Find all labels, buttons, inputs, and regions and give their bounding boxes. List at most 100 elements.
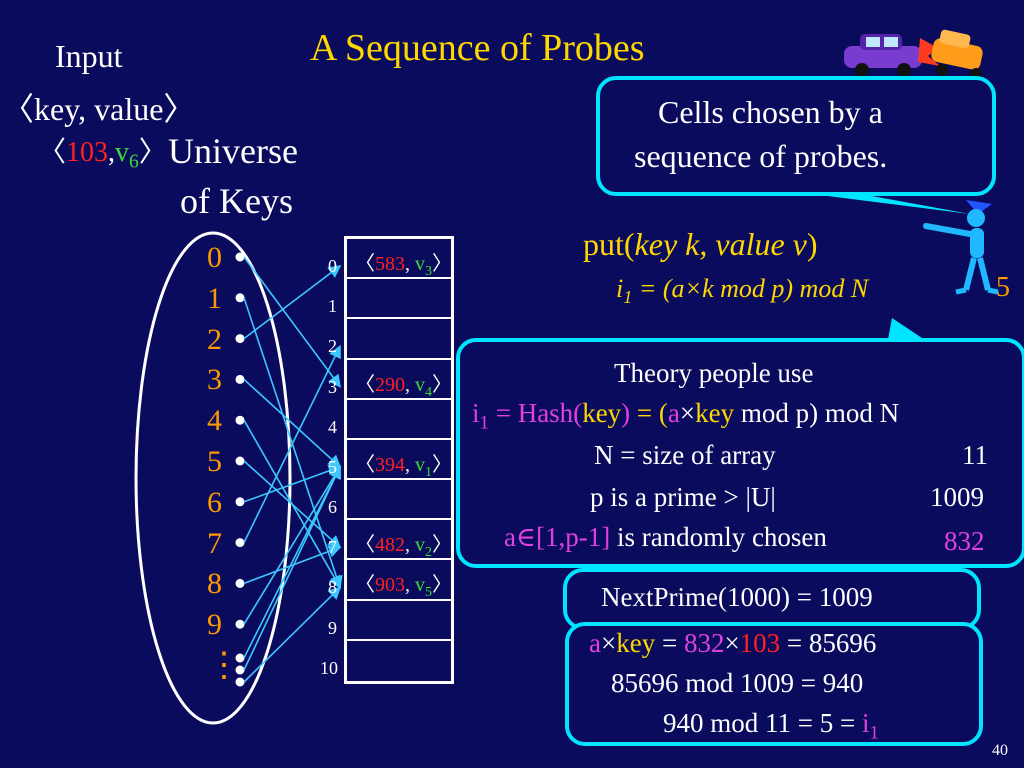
table-cell-8: 〈903, v5〉 bbox=[347, 560, 452, 601]
put-args: key k, value v bbox=[634, 226, 807, 262]
page-number: 40 bbox=[992, 742, 1008, 759]
hash-arrow bbox=[243, 265, 342, 340]
table-cell-0: 〈583, v3〉 bbox=[347, 239, 452, 280]
key-1: 1 bbox=[207, 281, 222, 315]
calc-a-val: 832 bbox=[683, 628, 725, 658]
table-index-8: 8 bbox=[328, 577, 337, 598]
nextprime-box: NextPrime(1000) = 1009 bbox=[563, 568, 981, 630]
key-dot bbox=[235, 252, 245, 262]
table-cell-10 bbox=[347, 641, 451, 681]
theory-p-line: p is a prime > |U| bbox=[590, 482, 776, 512]
pointing-figure-icon bbox=[923, 200, 999, 295]
table-cell-2 bbox=[347, 319, 451, 360]
calc-line3-text: 940 mod 11 = 5 = bbox=[663, 708, 862, 738]
calc-times: × bbox=[600, 628, 617, 658]
key-8: 8 bbox=[207, 567, 222, 601]
hash-arrow bbox=[243, 465, 341, 671]
universe-ellipse bbox=[134, 231, 292, 725]
theory-hash-line: i1 = Hash(key) = (a×key mod p) mod N bbox=[472, 398, 899, 434]
table-index-6: 6 bbox=[328, 497, 337, 518]
hash-arrow bbox=[243, 545, 342, 585]
calc-i: i bbox=[861, 708, 870, 738]
key-dot bbox=[235, 415, 245, 425]
table-index-0: 0 bbox=[328, 256, 337, 276]
theory-a-line: a∈[1,p-1] is randomly chosen bbox=[504, 522, 827, 553]
table-index-1: 1 bbox=[328, 296, 337, 317]
key-dots bbox=[235, 252, 245, 687]
key-7: 7 bbox=[207, 526, 222, 560]
key-6: 6 bbox=[207, 485, 222, 519]
table-index-5: 5 bbox=[328, 456, 337, 477]
entry-value-sub: 2 bbox=[425, 545, 432, 561]
entry-key: 394 bbox=[375, 453, 405, 476]
table-cell-3: 〈290, v4〉 bbox=[347, 360, 452, 400]
key-dot bbox=[235, 619, 245, 629]
table-index-3: 3 bbox=[328, 376, 337, 397]
key-3: 3 bbox=[207, 363, 222, 397]
hash-arrow bbox=[243, 465, 341, 625]
input-value: v bbox=[115, 137, 130, 168]
entry-value: v bbox=[415, 574, 425, 597]
entry-value-sub: 4 bbox=[425, 384, 432, 400]
table-entry: 〈394, v1〉 bbox=[355, 453, 452, 480]
key-dot bbox=[235, 665, 245, 675]
entry-value: v bbox=[415, 534, 425, 557]
table-cell-4 bbox=[347, 400, 451, 440]
input-label: Input bbox=[55, 38, 123, 74]
theory-a-value: 832 bbox=[944, 526, 985, 556]
entry-key: 290 bbox=[375, 373, 405, 396]
crash-cars-icon bbox=[844, 29, 983, 80]
key-dot bbox=[235, 578, 245, 588]
theory-times: × bbox=[679, 398, 696, 428]
probes-callout-line1: Cells chosen by a bbox=[658, 94, 883, 130]
nextprime-text: NextPrime(1000) = 1009 bbox=[601, 582, 873, 612]
hash-arrow bbox=[243, 465, 341, 659]
entry-key: 903 bbox=[375, 574, 405, 597]
key-value-label: 〈key, value〉 bbox=[2, 91, 196, 127]
entry-key: 482 bbox=[375, 534, 405, 557]
hash-arrow bbox=[243, 344, 341, 543]
theory-a: a bbox=[667, 398, 680, 428]
hash-arrow bbox=[243, 460, 342, 549]
key-9: 9 bbox=[207, 608, 222, 642]
entry-value-sub: 5 bbox=[425, 585, 432, 601]
theory-eq2: = ( bbox=[630, 398, 668, 428]
entry-value: v bbox=[415, 453, 425, 476]
calc-line1: a×key = 832×103 = 85696 bbox=[589, 628, 876, 659]
table-cell-9 bbox=[347, 601, 451, 641]
input-key: 103 bbox=[66, 137, 109, 168]
calc-eq: = bbox=[655, 628, 684, 658]
key-2: 2 bbox=[207, 322, 222, 356]
theory-n-line: N = size of array bbox=[594, 440, 776, 470]
table-cell-6 bbox=[347, 480, 451, 521]
table-index-2: 2 bbox=[328, 336, 337, 357]
calc-i-sub: 1 bbox=[869, 722, 879, 744]
hash-arrow bbox=[243, 464, 342, 503]
input-value-sub: 6 bbox=[129, 151, 139, 173]
entry-value: v bbox=[415, 373, 425, 396]
entry-key: 583 bbox=[375, 253, 405, 275]
input-pair: 〈103,v6〉 bbox=[38, 137, 167, 173]
table-entry: 〈290, v4〉 bbox=[355, 373, 452, 400]
key-dot bbox=[235, 538, 245, 548]
put-fn: put( bbox=[583, 226, 635, 262]
table-cell-5: 〈394, v1〉 bbox=[347, 440, 452, 481]
slide-title: A Sequence of Probes bbox=[310, 27, 645, 69]
calc-a: a bbox=[589, 628, 601, 658]
put-close: ) bbox=[806, 226, 818, 262]
hash-arrow bbox=[243, 256, 341, 388]
table-entry: 〈482, v2〉 bbox=[355, 534, 452, 561]
calc-result: = 85696 bbox=[780, 628, 877, 658]
put-i: i bbox=[616, 274, 624, 303]
calc-box: a×key = 832×103 = 85696 85696 mod 1009 =… bbox=[565, 622, 983, 746]
theory-rest: mod p) mod N bbox=[734, 398, 900, 428]
key-dot bbox=[235, 334, 245, 344]
key-dot bbox=[235, 374, 245, 384]
theory-eq-hash: = Hash( bbox=[488, 398, 583, 428]
theory-key2: key bbox=[695, 398, 735, 428]
put-signature: put(key k, value v) bbox=[583, 226, 818, 263]
top-callout-tail bbox=[780, 190, 970, 214]
keys-ellipsis: ⋮ bbox=[207, 647, 241, 684]
calc-line2: 85696 mod 1009 = 940 bbox=[611, 668, 864, 698]
table-index-7: 7 bbox=[328, 537, 337, 558]
